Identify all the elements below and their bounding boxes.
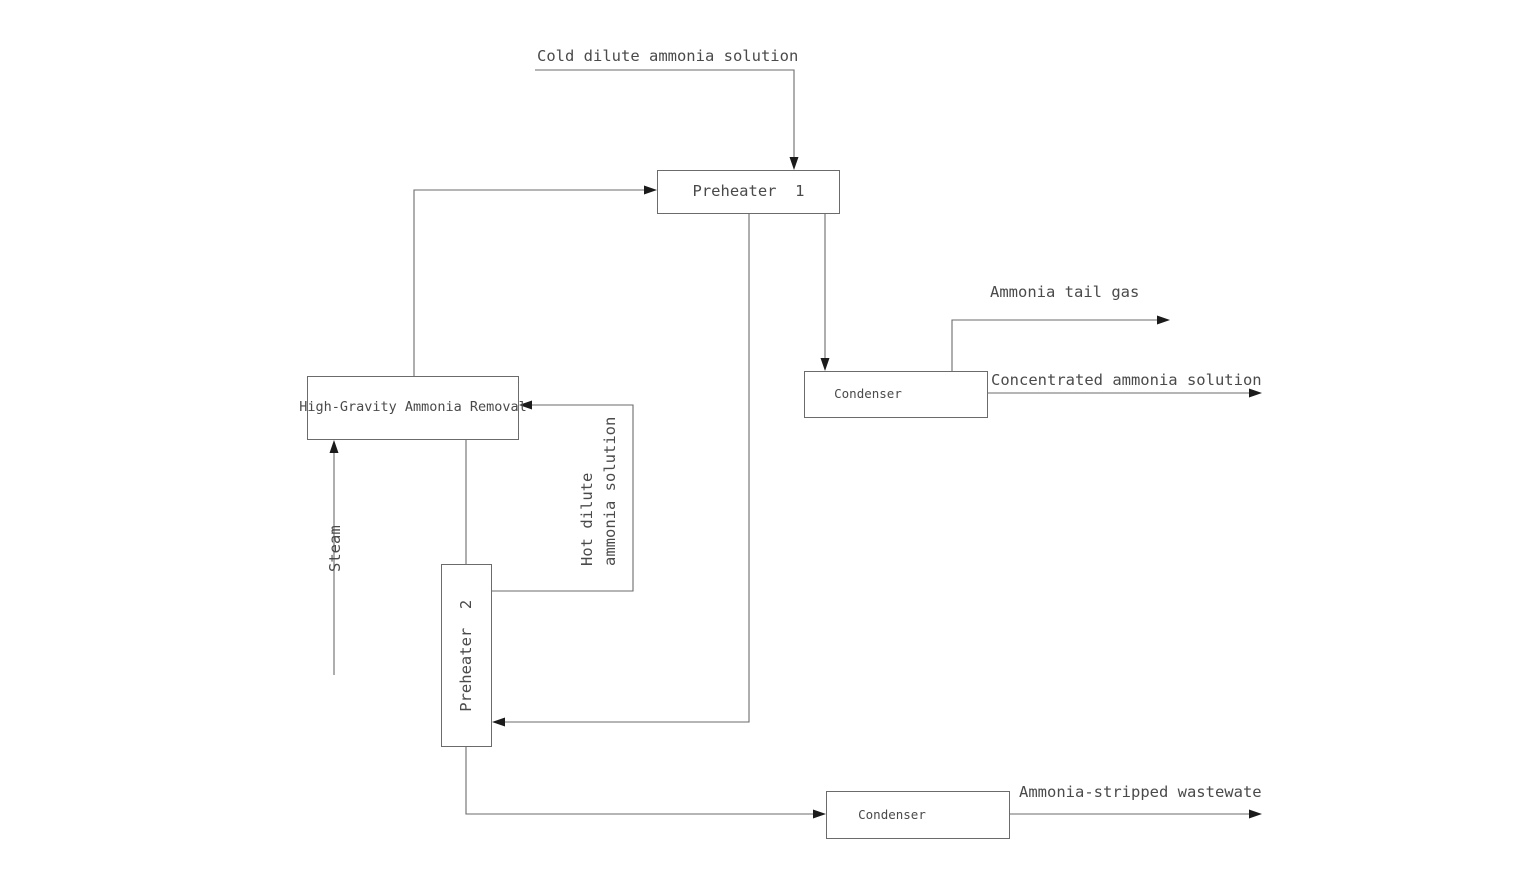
node-high-gravity-label: High-Gravity Ammonia Removal <box>299 399 527 416</box>
stream-hot-dilute-loop <box>492 404 634 592</box>
label-cold-dilute-ammonia-solution: Cold dilute ammonia solution <box>537 47 799 65</box>
node-condenser-top-label: Condenser <box>834 386 902 402</box>
arrow-into-preheater-1-left <box>644 185 657 195</box>
arrow-into-condenser-bottom <box>813 809 826 819</box>
arrow-into-high-gravity-right <box>519 400 532 410</box>
label-hot-dilute-line-1: Hot dilute <box>578 472 596 566</box>
node-condenser-top[interactable]: Condenser <box>804 371 988 418</box>
stream-preheater-1-to-preheater-2 <box>499 214 750 723</box>
node-preheater-2-label: Preheater 2 <box>456 599 475 712</box>
node-preheater-1-label: Preheater 1 <box>692 182 805 201</box>
arrow-cold-dilute-into-preheater-1 <box>789 157 799 170</box>
arrow-into-condenser-top <box>820 358 830 371</box>
node-preheater-1[interactable]: Preheater 1 <box>657 170 840 214</box>
arrow-wastewater <box>1249 809 1262 819</box>
arrow-steam-into-high-gravity <box>329 440 339 453</box>
stream-high-gravity-to-preheater-1 <box>413 189 650 376</box>
label-ammonia-stripped-wastewater: Ammonia-stripped wastewate <box>1019 783 1262 801</box>
stream-preheater-2-to-condenser-bottom <box>465 747 819 815</box>
arrow-ammonia-tail-gas <box>1157 315 1170 325</box>
node-high-gravity-ammonia-removal[interactable]: High-Gravity Ammonia Removal <box>299 376 527 440</box>
node-condenser-bottom[interactable]: Condenser <box>826 791 1010 839</box>
stream-ammonia-tail-gas-outlet <box>951 319 1163 371</box>
stream-cold-dilute-feed <box>535 69 795 163</box>
arrow-into-preheater-2-right-lower <box>492 717 505 727</box>
label-steam: Steam <box>326 525 344 572</box>
arrow-concentrated-ammonia <box>1249 388 1262 398</box>
label-concentrated-ammonia-solution: Concentrated ammonia solution <box>991 371 1262 389</box>
node-preheater-2[interactable]: Preheater 2 <box>441 564 492 747</box>
node-condenser-bottom-label: Condenser <box>858 806 926 822</box>
label-ammonia-tail-gas: Ammonia tail gas <box>990 283 1140 301</box>
label-hot-dilute-line-2: ammonia solution <box>601 416 619 566</box>
